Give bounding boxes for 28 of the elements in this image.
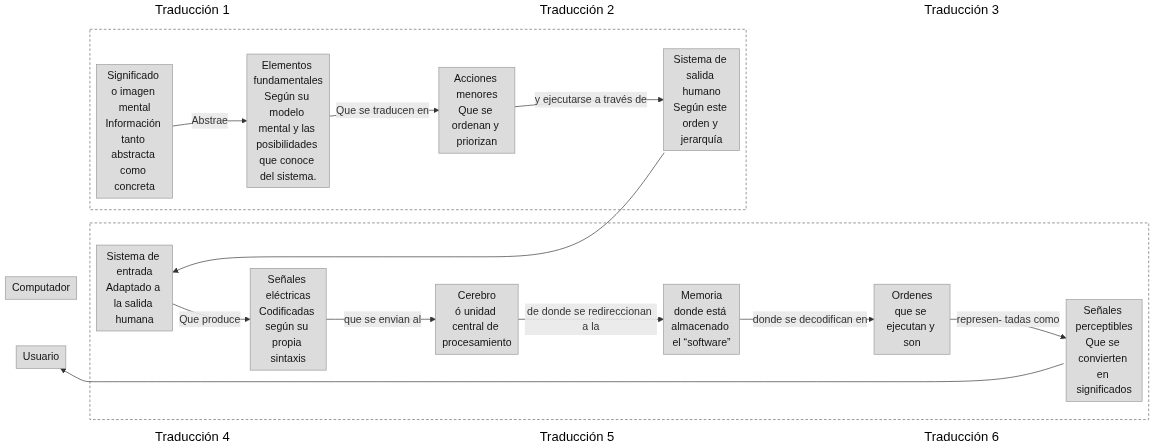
edge-label: que se envian al — [344, 313, 422, 325]
cluster — [89, 29, 747, 211]
cluster — [89, 222, 1150, 420]
edge-label: represen- tadas como — [956, 313, 1060, 325]
node-box: Cerebro ó unidad central de procesamiento — [435, 283, 519, 355]
node-box: Acciones menores Que se ordenan y priorizan — [438, 67, 516, 154]
edge-label: Que se traducen en — [336, 104, 429, 116]
node-box: Usuario — [15, 345, 67, 369]
node-box: Señales perceptibles Que se convierten en significados — [1065, 299, 1143, 402]
translation-label: Traducción 5 — [539, 429, 615, 446]
translation-label: Traducción 3 — [924, 2, 999, 19]
node-box: Memoria donde está almacenado el “software” — [663, 283, 740, 355]
edge-label: donde se decodifican en — [752, 313, 868, 325]
edge-label: Abstrae — [191, 114, 228, 127]
translation-label: Traducción 6 — [924, 429, 999, 446]
node-box: Ordenes que se ejecutan y son — [873, 283, 951, 355]
node-box: Sistema de salida humano Según este orden y jerarquía — [663, 48, 740, 151]
node-box: Sistema de entrada Adaptado a la salida humana — [96, 244, 173, 332]
edge-label: y ejecutarse a través de — [534, 93, 647, 106]
node-box: Computador — [4, 276, 78, 300]
node-box: Significado o imagen mental Información tanto abstracta como concreta — [96, 64, 173, 199]
translation-label: Traducción 4 — [155, 429, 230, 446]
node-box: Elementos fundamentales Según su modelo mental y las posibilidades que conoce del sistema. — [246, 53, 330, 188]
translation-label: Traducción 2 — [539, 2, 615, 19]
node-box: Señales eléctricas Codificadas según su propia sintaxis — [249, 268, 327, 371]
translation-label: Traducción 1 — [155, 2, 230, 19]
edge-label: Que produce — [179, 313, 241, 325]
edge-label: de donde se redireccionan a la — [527, 305, 652, 333]
